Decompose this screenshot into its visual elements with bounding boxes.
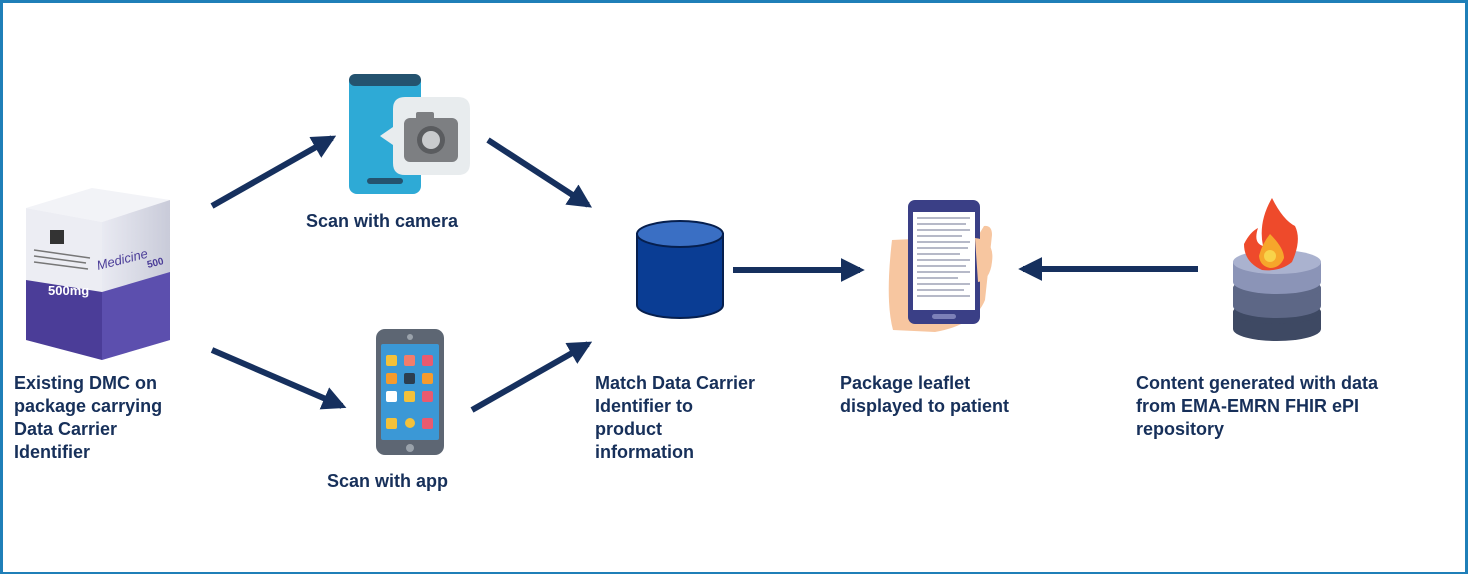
svg-text:500: 500: [146, 256, 165, 271]
box-dose-text: 500mg: [48, 283, 89, 298]
app-label: Scan with app: [327, 471, 449, 491]
content-label: Content generated with data from EMA-EMR…: [1136, 373, 1379, 439]
arrow-package-to-app: [210, 347, 347, 410]
medicine-box-icon: Medicine 500mg 500: [26, 188, 170, 360]
package-label: Existing DMC on package carrying Data Ca…: [14, 373, 163, 462]
arrow-package-to-camera: [210, 135, 337, 209]
leaflet-phone-icon: [888, 200, 993, 332]
camera-phone-icon: [349, 74, 470, 194]
arrow-camera-to-match: [486, 137, 593, 208]
leaflet-label: Package leaflet displayed to patient: [840, 373, 1010, 416]
database-icon: [636, 220, 724, 319]
arrow-app-to-match: [470, 341, 593, 413]
match-label: Match Data Carrier Identifier to product…: [595, 373, 756, 462]
camera-label: Scan with camera: [306, 211, 459, 231]
app-phone-icon: [376, 329, 444, 455]
flame-database-icon: [1233, 198, 1321, 341]
